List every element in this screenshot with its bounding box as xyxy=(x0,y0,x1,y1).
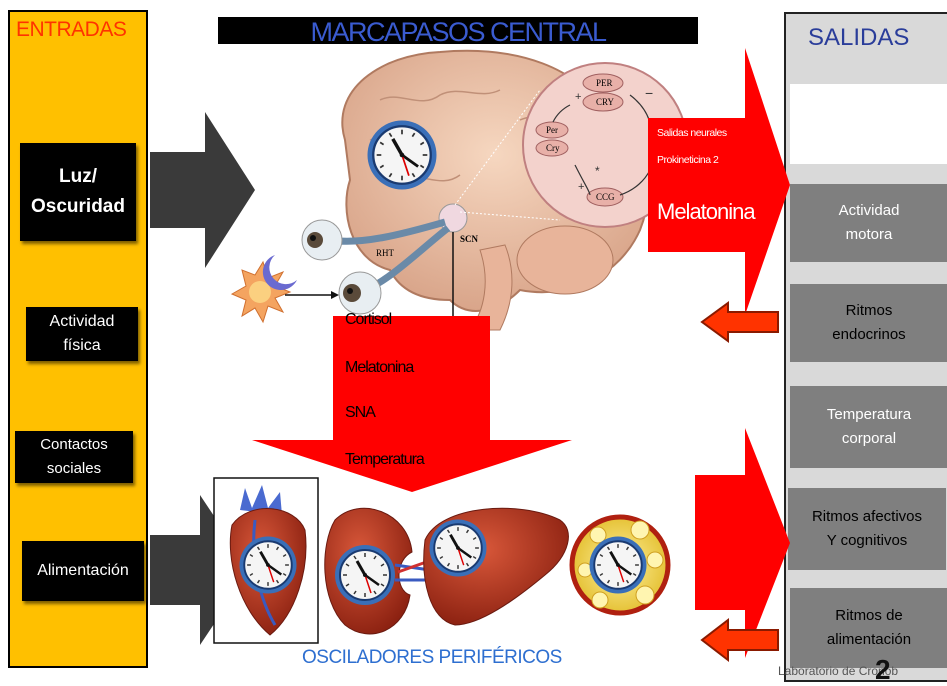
page-number: 2 xyxy=(875,654,891,686)
cerebellum xyxy=(517,226,613,294)
input-arrow-top xyxy=(150,112,255,268)
svg-text:+: + xyxy=(578,181,584,193)
liver-clock-icon xyxy=(430,520,487,577)
output-arrow-neural xyxy=(648,48,790,315)
arrow-label-melatonina: Melatonina xyxy=(657,199,755,225)
output-arrow-peripheral xyxy=(695,428,790,658)
mid-label-temperatura: Temperatura xyxy=(345,451,424,469)
feedback-arrow-endocrine xyxy=(702,303,778,341)
cry-small-label: Cry xyxy=(546,143,560,153)
arrow-label-salidas-neurales: Salidas neurales xyxy=(657,127,727,139)
svg-text:+: + xyxy=(575,91,581,103)
svg-text:−: − xyxy=(645,85,653,101)
scn-label: SCN xyxy=(460,234,479,244)
kidney-clock-icon xyxy=(335,545,395,605)
adipose-clock-icon xyxy=(590,537,647,594)
cry-label: CRY xyxy=(596,97,615,107)
mid-label-melatonina: Melatonina xyxy=(345,359,413,377)
sun-icon xyxy=(232,262,290,322)
osciladores-perifericos-label: OSCILADORES PERIFÉRICOS xyxy=(302,647,562,669)
mid-label-sna: SNA xyxy=(345,404,375,422)
arrow-label-prokineticina: Prokineticina 2 xyxy=(657,154,718,166)
eye-icon-bottom xyxy=(339,272,381,314)
brain-clock-icon xyxy=(368,121,437,190)
per-small-label: Per xyxy=(546,125,558,135)
svg-text:*: * xyxy=(595,164,600,178)
eye-icon-top xyxy=(302,220,342,260)
heart-clock-icon xyxy=(240,537,297,594)
feedback-arrow-feeding xyxy=(702,620,778,660)
mid-label-cortisol: Cortisol xyxy=(345,311,391,329)
per-label: PER xyxy=(596,78,613,88)
ccg-label: CCG xyxy=(596,192,615,202)
rht-label: RHT xyxy=(376,248,395,258)
